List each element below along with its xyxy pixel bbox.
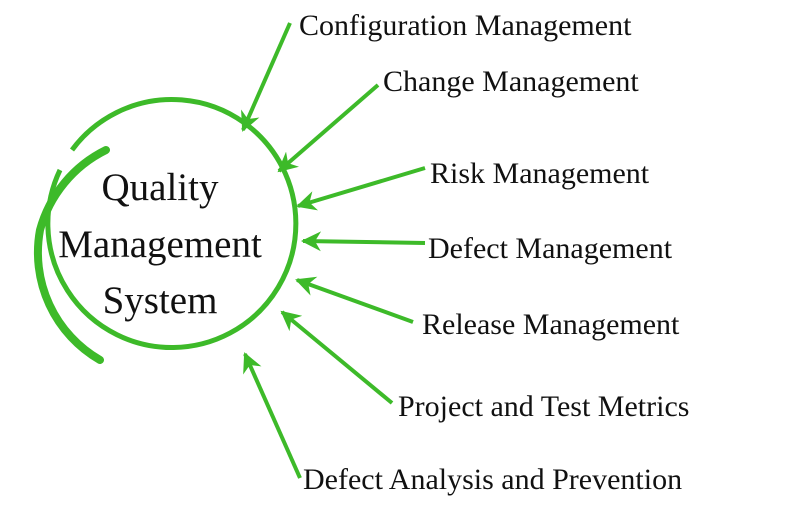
arrow-project — [280, 310, 394, 405]
center-title-line-2: Management — [58, 223, 262, 266]
label-configuration-management: Configuration Management — [299, 9, 632, 42]
arrow-change — [277, 83, 380, 173]
arrow-risk — [296, 166, 426, 211]
arrow-defect — [301, 231, 426, 252]
center-title-line-3: System — [103, 279, 218, 322]
label-change-management: Change Management — [383, 65, 639, 98]
label-release-management: Release Management — [422, 308, 680, 341]
center-title-line-1: Quality — [102, 166, 219, 209]
label-defect-management: Defect Management — [428, 232, 673, 265]
arrow-configuration — [241, 22, 292, 132]
arrow-release — [295, 276, 414, 324]
label-defect-analysis-prevention: Defect Analysis and Prevention — [303, 463, 682, 496]
arrow-defect-analysis — [243, 352, 302, 479]
circle-inner-stroke — [34, 146, 110, 364]
label-risk-management: Risk Management — [430, 157, 650, 190]
circle-outer-arc — [45, 97, 299, 351]
center-circle — [34, 97, 299, 364]
label-project-test-metrics: Project and Test Metrics — [398, 390, 689, 423]
